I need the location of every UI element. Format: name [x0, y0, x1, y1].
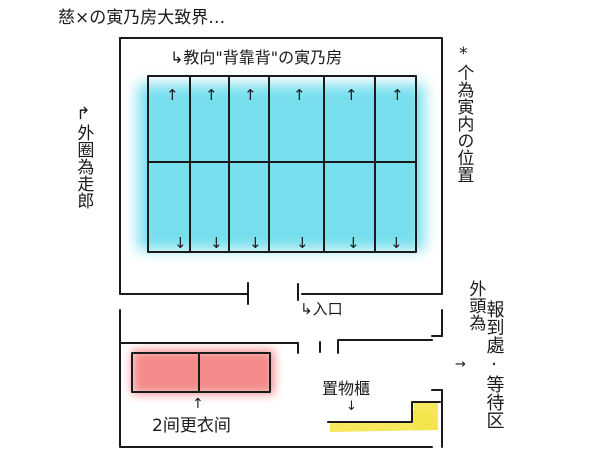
right-note: *个為寅内の位置: [453, 44, 474, 183]
outside-label: 外頭為: [465, 280, 486, 331]
outer-wall-left: [119, 37, 249, 295]
outer-wall-top: [119, 37, 443, 295]
arrow-up-5: ↑: [345, 86, 358, 104]
arrow-down-3: ↓: [249, 234, 262, 252]
storage-arrow: ↓: [346, 399, 357, 414]
arrow-up-4: ↑: [293, 86, 306, 104]
entrance-label: ↳入口: [300, 300, 343, 318]
arrow-down-1: ↓: [174, 234, 187, 252]
arrow-down-6: ↓: [390, 234, 403, 252]
arrow-up-6: ↑: [391, 86, 404, 104]
changing-room-arrow: ↑: [192, 396, 204, 412]
storage-label: 置物櫃: [322, 379, 371, 398]
changing-room-outline: [131, 352, 271, 393]
lower-left-wall: [119, 309, 433, 448]
arrow-up-2: ↑: [205, 86, 218, 104]
changing-room-wall-top: [119, 342, 299, 354]
top-note: ↳教向"背靠背"の寅乃房: [170, 48, 343, 67]
changing-room-fill: [132, 350, 274, 394]
waiting-arrow: →: [455, 357, 466, 372]
arrow-down-2: ↓: [210, 234, 223, 252]
arrow-down-5: ↓: [347, 234, 360, 252]
booth-grid-outline: [147, 75, 417, 253]
diagram-title: 慈×の寅乃房大致界…: [58, 8, 226, 28]
arrow-up-1: ↑: [166, 86, 179, 104]
storage-outline: [327, 401, 441, 423]
corridor-wall: [337, 339, 433, 354]
storage-fill: [330, 410, 438, 432]
arrow-down-4: ↓: [296, 234, 309, 252]
arrow-up-3: ↑: [244, 86, 257, 104]
left-note: ↱外圈為走郎: [73, 104, 94, 209]
booth-area-fill: [138, 84, 424, 250]
changing-room-label: 2间更衣间: [152, 416, 231, 436]
waiting-area-label: 報到處·等待区: [483, 300, 505, 429]
